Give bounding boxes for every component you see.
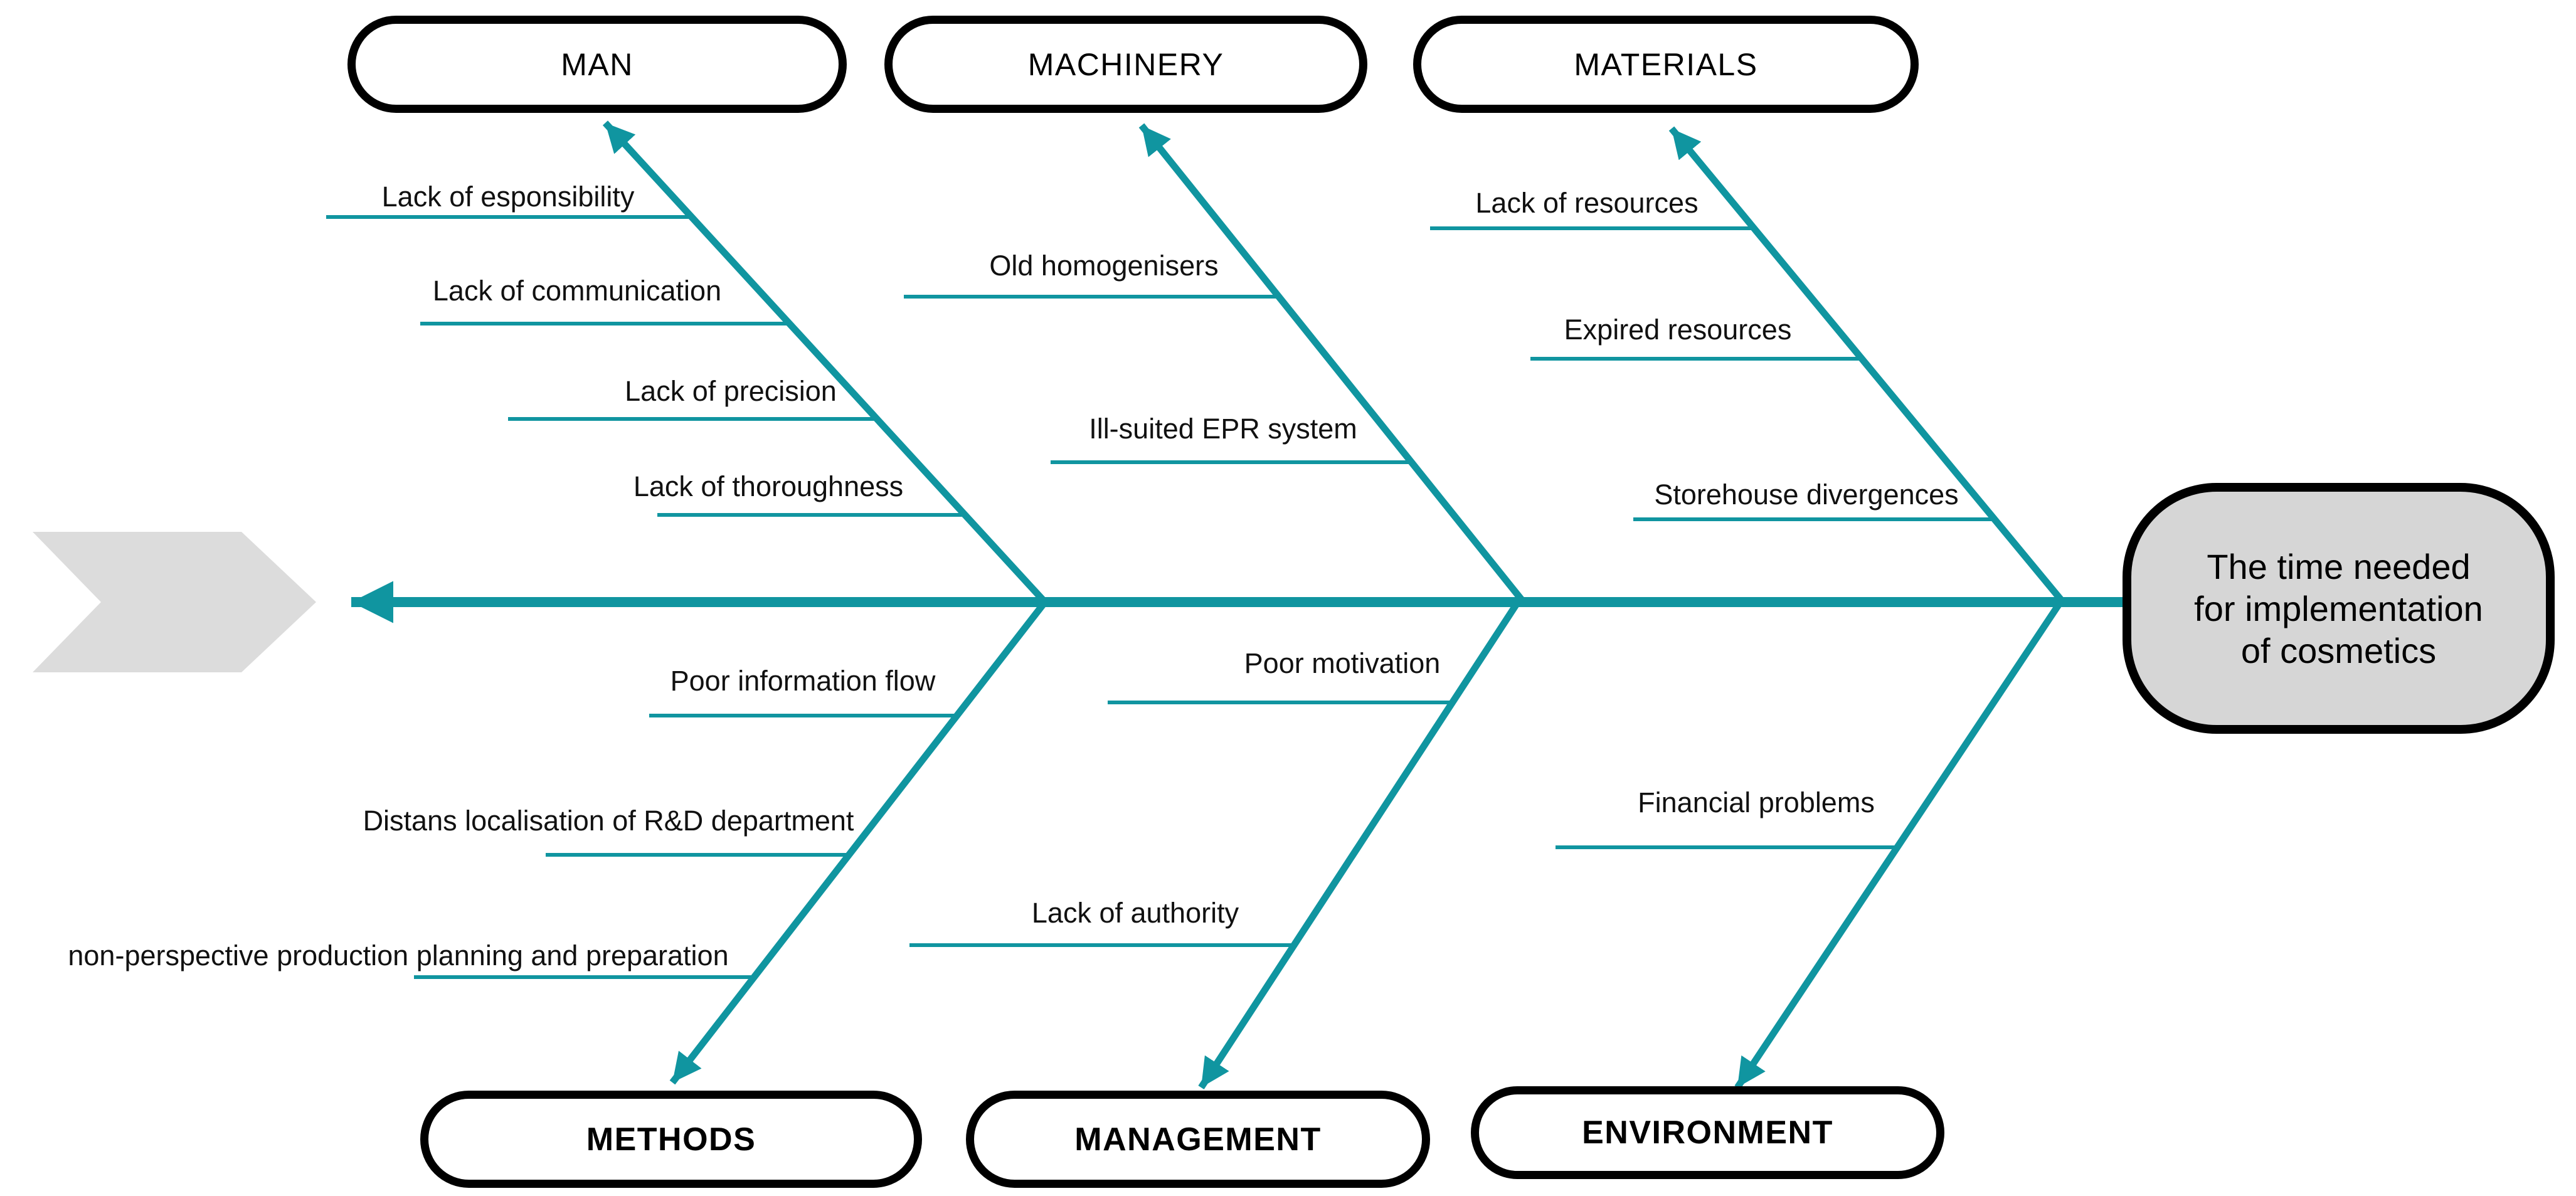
branch-line-materials (1668, 126, 2066, 605)
cause-label-man-2: Lack of communication (432, 275, 722, 307)
cause-label-man-4: Lack of thoroughness (633, 470, 904, 502)
cause-label-methods-2: Distans localisation of R&D department (363, 805, 854, 837)
cause-label-methods-3: non-perspective production planning and … (68, 939, 729, 971)
category-box-environment: ENVIRONMENT (1471, 1086, 1944, 1179)
branch-line-machinery (1138, 123, 1527, 605)
category-box-methods: METHODS (420, 1091, 922, 1188)
category-label-machinery: MACHINERY (1027, 46, 1224, 82)
cause-label-materials-3: Storehouse divergences (1654, 479, 1959, 511)
cause-label-management-1: Poor motivation (1244, 647, 1441, 679)
cause-label-materials-1: Lack of resources (1475, 187, 1699, 219)
direction-chevron-icon (33, 532, 316, 672)
cause-label-management-2: Lack of authority (1031, 897, 1239, 929)
category-box-machinery: MACHINERY (884, 16, 1367, 113)
branch-line-management (1198, 600, 1521, 1090)
cause-label-man-3: Lack of precision (625, 375, 837, 407)
cause-label-machinery-1: Old homogenisers (989, 250, 1219, 282)
branch-line-environment (1734, 600, 2064, 1090)
cause-label-methods-1: Poor information flow (670, 665, 936, 697)
cause-label-machinery-2: Ill-suited EPR system (1089, 413, 1357, 445)
category-label-man: MAN (561, 46, 633, 82)
category-box-man: MAN (347, 16, 847, 113)
category-label-environment: ENVIRONMENT (1582, 1114, 1833, 1151)
effect-text: The time needed for implementation of co… (2194, 546, 2483, 670)
cause-label-environment-1: Financial problems (1638, 786, 1875, 818)
category-box-management: MANAGEMENT (966, 1091, 1430, 1188)
cause-label-man-1: Lack of esponsibility (381, 181, 635, 213)
category-label-management: MANAGEMENT (1074, 1121, 1322, 1158)
cause-label-materials-2: Expired resources (1564, 314, 1792, 346)
branch-line-man (602, 120, 1048, 605)
category-label-methods: METHODS (586, 1121, 756, 1158)
branch-line-methods (669, 600, 1048, 1085)
effect-box: The time needed for implementation of co… (2123, 483, 2555, 734)
category-box-materials: MATERIALS (1413, 16, 1919, 113)
category-label-materials: MATERIALS (1574, 46, 1758, 82)
